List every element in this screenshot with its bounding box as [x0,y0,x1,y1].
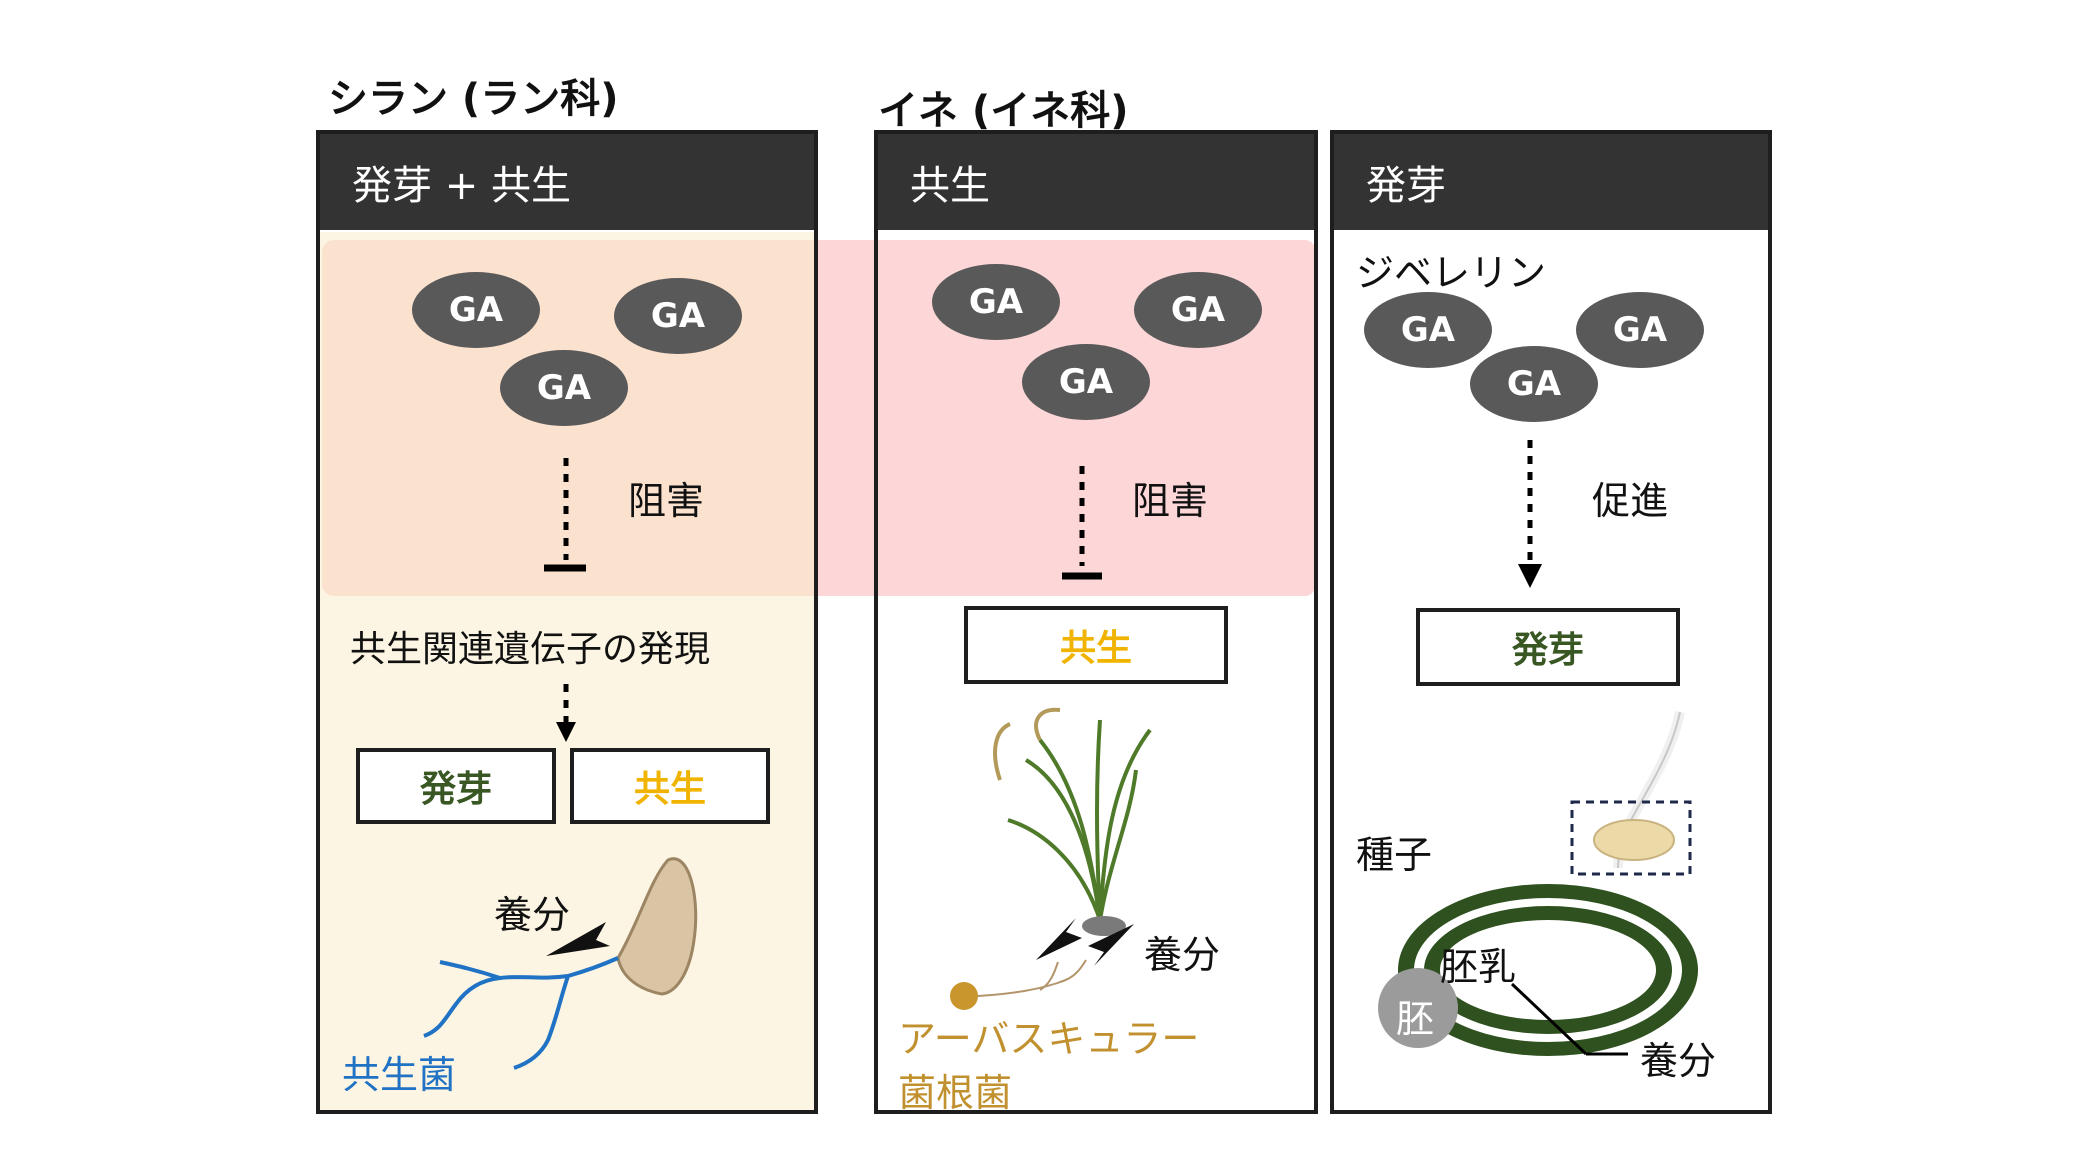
inhibition-label: 阻害 [1132,479,1209,523]
nutrient-arrow-down [1088,924,1134,966]
right-panel: 発芽 [1330,130,1772,1114]
ga-molecule: GA [1470,346,1598,422]
am-fungus-label-line1: アーバスキュラー [898,1017,1200,1061]
left-panel-header: 発芽 + 共生 [320,134,814,230]
promotion-arrow-head [1518,564,1542,588]
ga-molecule: GA [1134,272,1262,348]
endosperm-area [1440,920,1656,1020]
middle-panel-header: 共生 [878,134,1314,230]
orchid-group-title: シラン (ラン科) [328,76,619,122]
seed-zoom-box [1570,800,1692,876]
gibberellin-label: ジベレリン [1356,251,1547,295]
nutrient-label: 養分 [1144,933,1221,977]
endosperm-pointer [1510,982,1588,1056]
middle-panel: 共生 [874,130,1318,1114]
nutrient-label: 養分 [494,893,571,937]
inhibition-label: 阻害 [628,479,705,523]
nutrient-arrow-up [1036,918,1082,960]
expression-arrow-head [556,722,576,742]
ga-molecule: GA [1022,344,1150,420]
nutrient-arrow [546,922,610,956]
nutrient-label: 養分 [1640,1039,1717,1083]
ga-molecule: GA [412,272,540,348]
germination-box: 発芽 [1416,608,1680,686]
ga-molecule: GA [614,278,742,354]
orchid-protocorm [616,857,698,996]
germination-box: 発芽 [356,748,556,824]
symbiotic-fungus-hyphae [423,956,619,1070]
symbiotic-fungus-label: 共生菌 [342,1053,457,1097]
ga-molecule: GA [1364,292,1492,368]
right-panel-header: 発芽 [1334,134,1768,230]
ga-molecule: GA [1576,292,1704,368]
gene-expression-label: 共生関連遺伝子の発現 [350,629,711,670]
am-fungus-label-line2: 菌根菌 [898,1071,1013,1115]
symbiosis-box: 共生 [964,606,1228,684]
left-panel: 発芽 + 共生 [316,130,818,1114]
rice-plant [993,707,1152,936]
seed-label: 種子 [1356,833,1433,877]
am-fungus-spore [950,982,978,1010]
germinated-seed [1593,819,1675,861]
ga-molecule: GA [932,264,1060,340]
embryo-label: 胚 [1396,997,1435,1041]
ga-molecule: GA [500,350,628,426]
embryo [1378,968,1458,1048]
promotion-label: 促進 [1592,479,1669,523]
symbiosis-box: 共生 [570,748,770,824]
am-fungus-hyphae [977,959,1087,997]
rice-group-title: イネ (イネ科) [878,88,1129,134]
endosperm-label: 胚乳 [1440,945,1517,989]
